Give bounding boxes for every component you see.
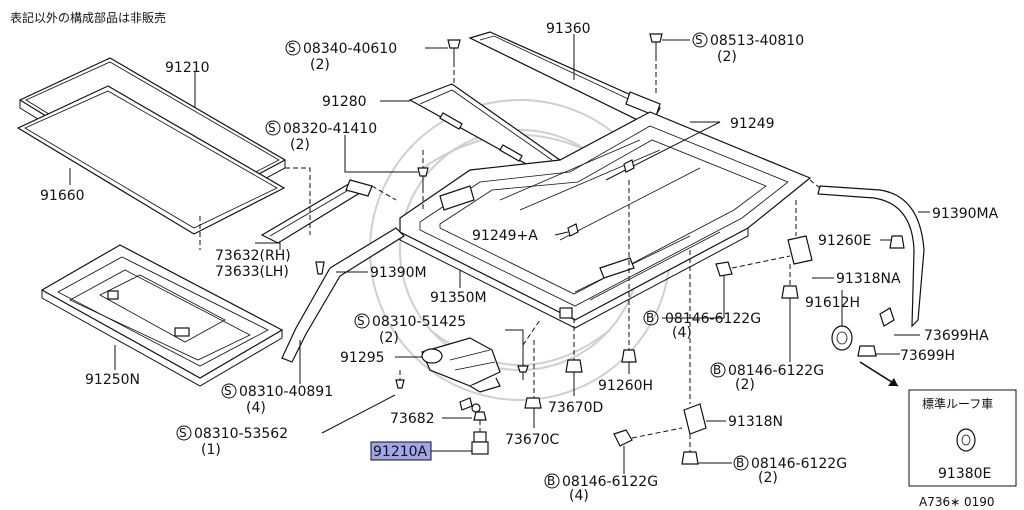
label-91249A: 91249+A: [472, 228, 538, 244]
svg-text:08146-6122G: 08146-6122G: [728, 363, 824, 379]
svg-text:(4): (4): [569, 488, 589, 504]
svg-text:(2): (2): [735, 377, 755, 393]
arrow-to-inset: [859, 361, 899, 387]
bolt-08146-a: [613, 429, 633, 447]
svg-text:(4): (4): [672, 325, 692, 341]
bolt-08146-d: [781, 285, 799, 299]
svg-text:(1): (1): [201, 442, 221, 458]
label-91318NA: 91318NA: [836, 271, 901, 287]
screw-label-08310-53562: S 08310-53562 (1): [176, 425, 288, 458]
label-91210: 91210: [165, 60, 210, 76]
svg-text:B: B: [736, 456, 744, 470]
motor-assembly: [421, 337, 501, 413]
screw-label-08310-40891: S 08310-40891 (4): [221, 383, 333, 416]
bolt-08146-c: [715, 261, 733, 277]
seal-frame-91660: [16, 85, 286, 235]
inset-title: 標準ルーフ車: [922, 396, 993, 411]
bolt-label-08146-lower-left: B 08146-6122G (4): [544, 473, 658, 504]
label-73633: 73633(LH): [215, 264, 289, 280]
svg-text:(2): (2): [379, 330, 399, 346]
label-91210A[interactable]: 91210A: [373, 444, 428, 460]
bolt-08146-b: [681, 451, 699, 465]
svg-text:08513-40810: 08513-40810: [710, 33, 804, 49]
clip-91260H: [621, 349, 637, 363]
label-73670D: 73670D: [548, 400, 603, 416]
label-91390MA: 91390MA: [932, 206, 999, 222]
svg-text:S: S: [179, 426, 187, 440]
clip-73670C: [524, 397, 542, 409]
svg-text:08310-53562: 08310-53562: [194, 426, 288, 442]
label-91295: 91295: [340, 350, 385, 366]
label-73699H: 73699H: [900, 348, 955, 364]
svg-text:S: S: [288, 41, 296, 55]
bracket-91318NA: [787, 235, 813, 265]
svg-text:08320-41410: 08320-41410: [283, 121, 377, 137]
label-91250N: 91250N: [85, 372, 140, 388]
bolt-label-08146-right: B 08146-6122G (2): [710, 362, 824, 393]
screw-label-08310-51425: S 08310-51425 (2): [354, 313, 466, 346]
label-91350M: 91350M: [430, 290, 487, 306]
label-91612H: 91612H: [805, 295, 860, 311]
svg-text:08146-6122G: 08146-6122G: [665, 311, 761, 327]
label-91360: 91360: [546, 21, 591, 37]
svg-text:S: S: [695, 33, 703, 47]
inset-part-91380E: 91380E: [938, 466, 991, 482]
inset-box: 標準ルーフ車 91380E: [908, 389, 1017, 487]
grommet-91612H: [831, 325, 853, 351]
svg-text:B: B: [547, 474, 555, 488]
svg-text:(2): (2): [290, 137, 310, 153]
svg-text:B: B: [713, 363, 721, 377]
side-deflector: [260, 179, 373, 244]
label-73682: 73682: [390, 411, 435, 427]
label-73670C: 73670C: [505, 432, 560, 448]
svg-text:(2): (2): [310, 57, 330, 73]
clip-91260E: [889, 235, 905, 249]
svg-text:S: S: [357, 314, 365, 328]
seal-91390M: [281, 227, 405, 363]
bolt-label-08146-lower-right: B 08146-6122G (2): [733, 455, 847, 486]
screw-label-08340: S 08340-40610 (2): [285, 40, 397, 73]
svg-text:(2): (2): [758, 470, 778, 486]
screw-08320: [417, 167, 429, 188]
screw-08513: [649, 33, 663, 56]
svg-text:08146-6122G: 08146-6122G: [562, 474, 658, 490]
label-91260E: 91260E: [818, 233, 871, 249]
screw-08340: [447, 39, 461, 62]
notice-text: 表記以外の構成部品は非販売: [10, 10, 166, 25]
footer-code: A736∗ 0190: [919, 495, 995, 509]
svg-text:08310-51425: 08310-51425: [372, 314, 466, 330]
svg-text:08146-6122G: 08146-6122G: [751, 456, 847, 472]
label-91660: 91660: [40, 188, 85, 204]
clip-73699HA: [879, 307, 895, 327]
label-91249: 91249: [730, 116, 775, 132]
drain-hose-91390MA: [817, 185, 925, 328]
screw-08310-51425: [517, 365, 529, 380]
svg-text:(4): (4): [246, 400, 266, 416]
label-91280: 91280: [322, 94, 367, 110]
svg-text:08310-40891: 08310-40891: [239, 384, 333, 400]
screw-label-08513: S 08513-40810 (2): [692, 32, 804, 65]
svg-text:(2): (2): [717, 49, 737, 65]
sunshade-frame: [40, 244, 284, 387]
part-91210A-knob: [471, 431, 489, 455]
top-rail-91360: [468, 31, 661, 127]
svg-text:S: S: [224, 384, 232, 398]
clip-73670D: [565, 359, 583, 373]
label-91318N: 91318N: [728, 414, 783, 430]
svg-text:B: B: [646, 311, 654, 325]
label-73632: 73632(RH): [215, 248, 291, 264]
bolt-label-08146-mid: B 08146-6122G (4): [643, 310, 761, 341]
label-73699HA: 73699HA: [924, 328, 989, 344]
svg-text:08340-40610: 08340-40610: [303, 41, 397, 57]
bracket-91318N: [683, 403, 707, 435]
label-91260H: 91260H: [598, 378, 653, 394]
svg-text:S: S: [268, 121, 276, 135]
clip-73699H: [857, 345, 877, 357]
screw-label-08320: S 08320-41410 (2): [265, 120, 377, 153]
label-91390M: 91390M: [370, 265, 427, 281]
